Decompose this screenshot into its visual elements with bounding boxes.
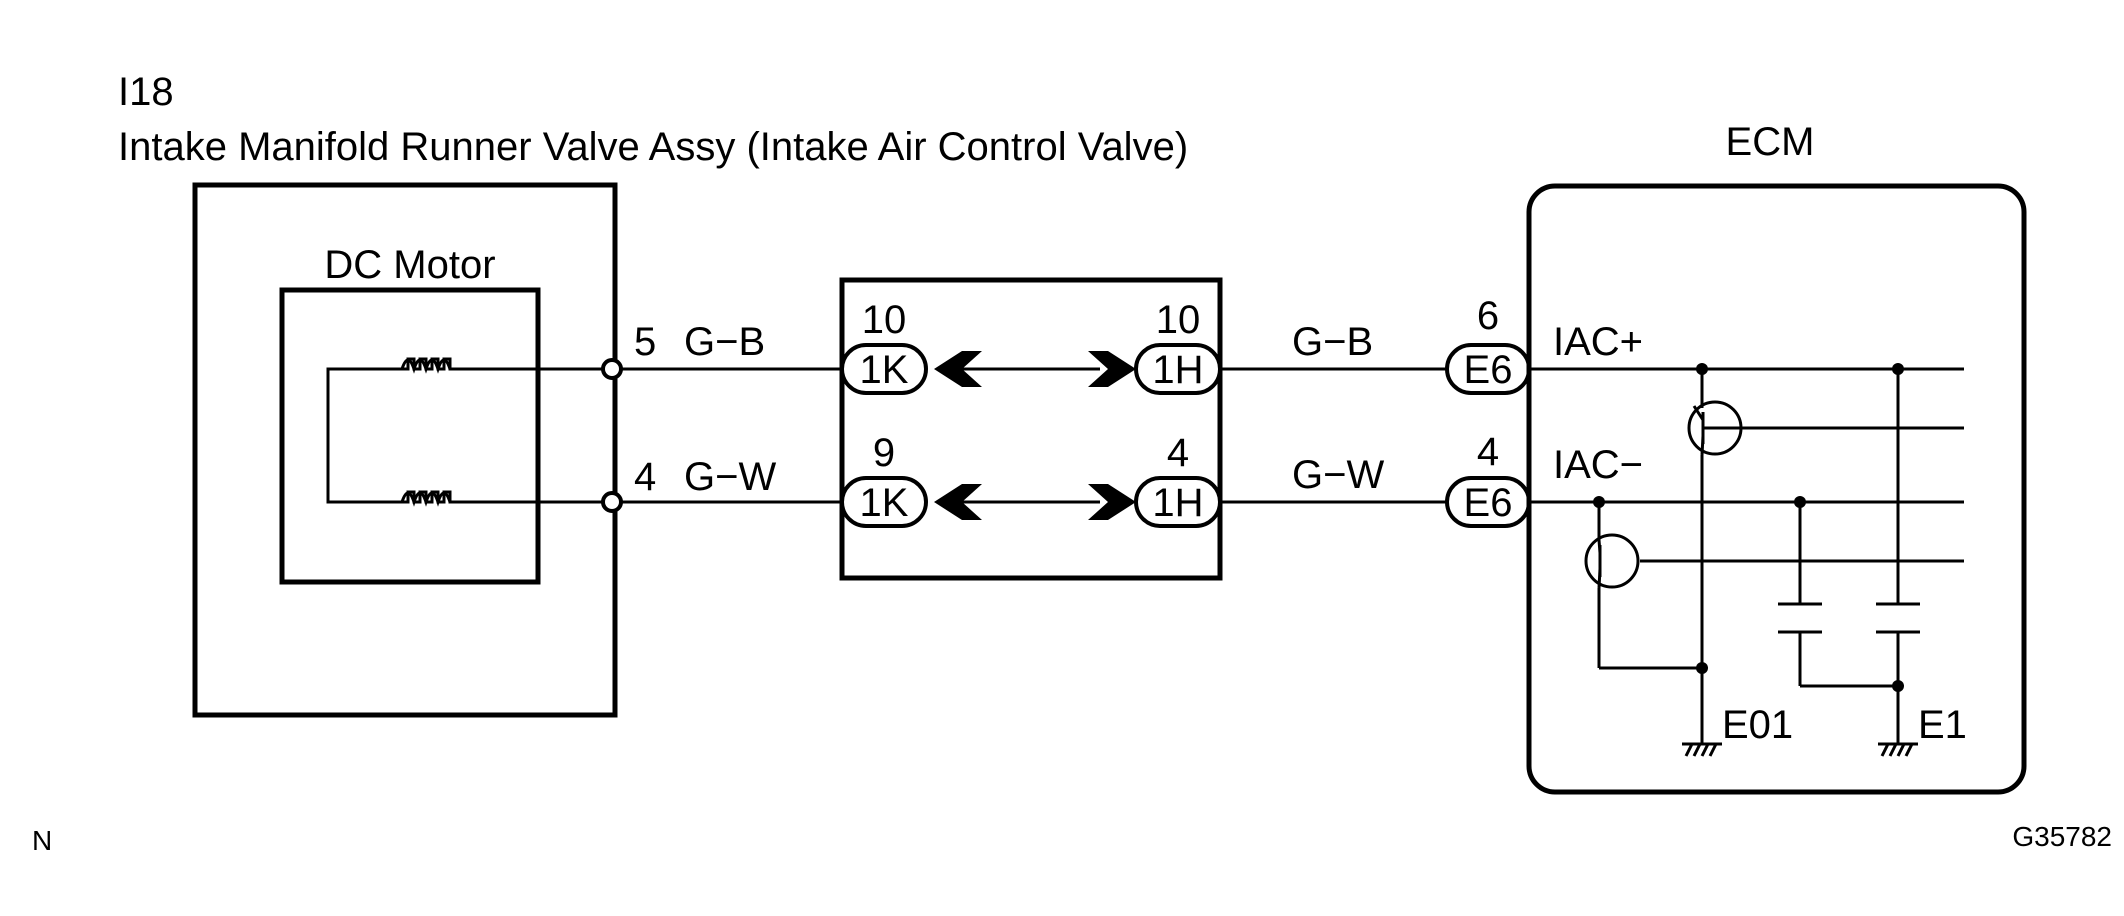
ecm-signal-iac-minus: IAC− [1553,443,1643,487]
ecm-internal-circuit [1529,363,1964,744]
jb-right-conn-row1: 1H [1152,348,1203,392]
component-box [192,182,618,718]
ecm-box [1526,183,2027,795]
jb-connector-1k-row1 [840,343,928,395]
jb-connector-1k-row2 [840,476,928,528]
harness-wire-gw: G−W [1292,453,1384,497]
footer-mark: N [32,825,52,856]
terminal-pin-4 [601,491,623,513]
coil-icon-top [400,358,452,374]
terminal-pin-5 [601,358,623,380]
coil-icon-bottom [400,491,452,507]
jb-right-pin-row2: 4 [1167,431,1189,475]
motor-coil-circuit [326,357,612,504]
ecm-conn-e6-row1: E6 [1464,348,1513,392]
component-name: Intake Manifold Runner Valve Assy (Intak… [118,125,1188,169]
ground-icon-e01 [1682,742,1722,757]
connector-arrow-left-row2 [934,484,982,520]
component-wire-gb: G−B [684,320,765,364]
ecm-pin-6: 6 [1477,294,1499,338]
connector-arrow-right-row1 [1088,351,1136,387]
ecm-signal-iac-plus: IAC+ [1553,320,1643,364]
jb-right-conn-row2: 1H [1152,481,1203,525]
ecm-pin-4: 4 [1477,430,1499,474]
dc-motor-label: DC Motor [324,243,495,287]
jb-right-pin-row1: 10 [1156,298,1201,342]
jb-left-pin-row1: 10 [862,298,907,342]
jb-left-conn-row1: 1K [860,348,909,392]
junction-box [839,277,1223,581]
dc-motor-box [279,287,541,585]
jb-left-conn-row2: 1K [860,481,909,525]
ground-label-e01: E01 [1722,703,1793,747]
harness-wire-gb: G−B [1292,320,1373,364]
component-pin-4: 4 [634,455,656,499]
ground-icon-e1 [1878,742,1918,757]
connector-arrow-left-row1 [934,351,982,387]
connector-arrow-right-row2 [1088,484,1136,520]
component-pin-5: 5 [634,320,656,364]
component-id: I18 [118,70,174,114]
jb-left-pin-row2: 9 [873,431,895,475]
ground-label-e1: E1 [1918,703,1967,747]
figure-code: G35782 [2012,821,2112,852]
component-wire-gw: G−W [684,455,776,499]
transistor-icon-bottom [1584,533,1640,589]
ecm-title: ECM [1726,120,1815,164]
ecm-conn-e6-row2: E6 [1464,481,1513,525]
